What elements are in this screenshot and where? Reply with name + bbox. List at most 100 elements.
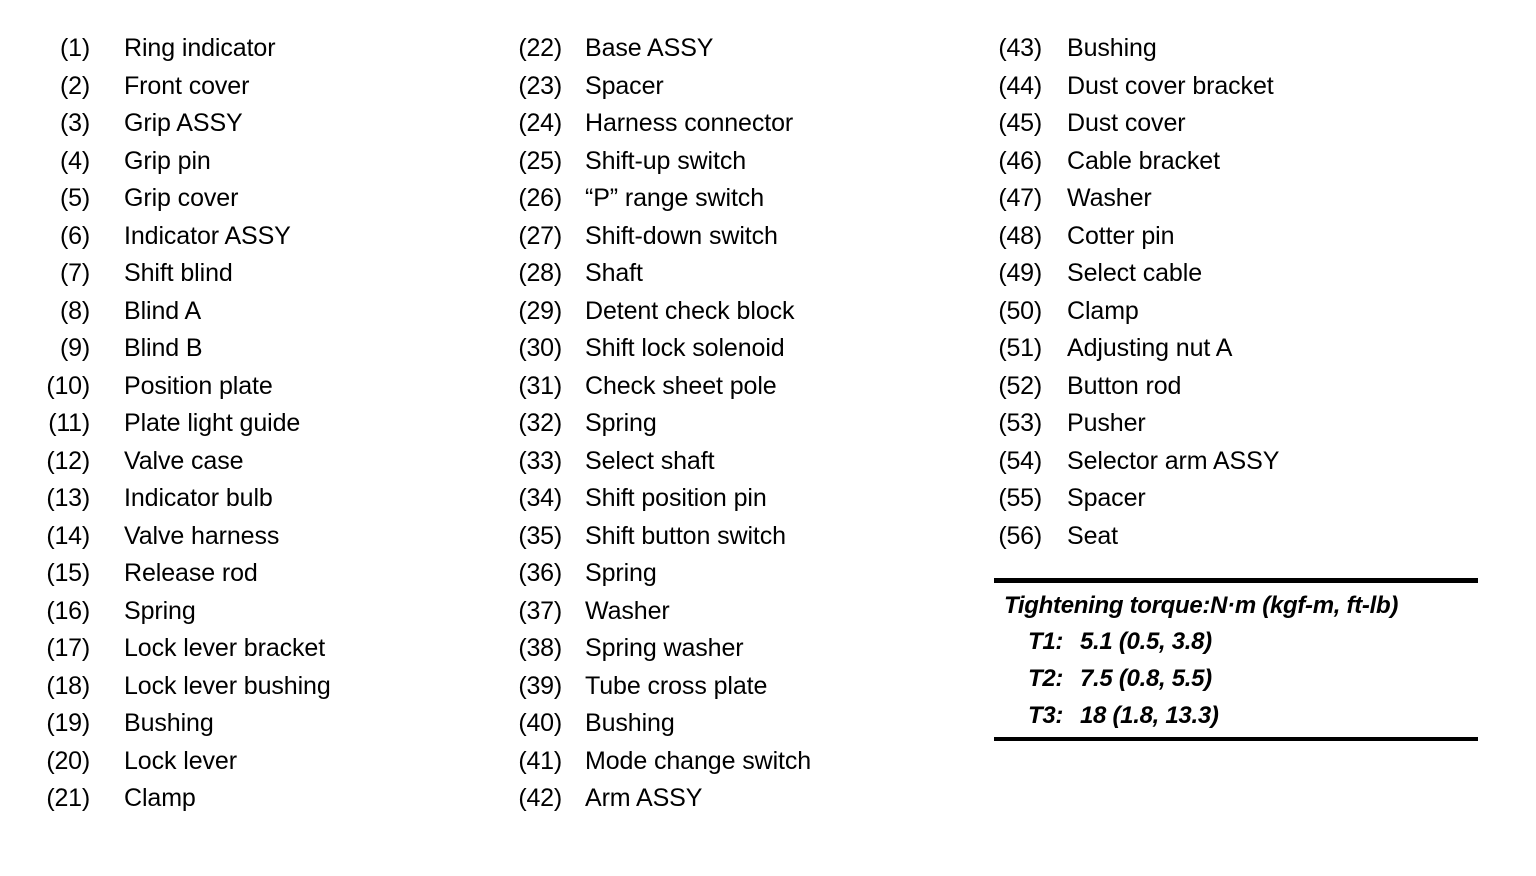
part-list-item: (10)Position plate [40, 368, 331, 406]
part-label: Indicator ASSY [124, 221, 291, 250]
part-number: (37) [518, 596, 562, 625]
part-number: (33) [518, 446, 562, 475]
part-label: Seat [1067, 521, 1119, 550]
part-number: (40) [518, 709, 562, 737]
part-list-item: (48)Cotter pin [992, 218, 1279, 256]
part-number: (41) [518, 746, 562, 775]
part-list-item: (2)Front cover [40, 68, 331, 106]
part-number: (44) [998, 71, 1042, 100]
part-label: Washer [585, 596, 670, 625]
part-number: (12) [46, 446, 90, 475]
part-label: Arm ASSY [585, 784, 703, 812]
part-label: Lock lever [124, 746, 237, 775]
part-number: (46) [998, 146, 1042, 175]
part-number: (50) [998, 296, 1042, 325]
part-number: (26) [518, 184, 562, 212]
part-list-item: (30) Shift lock solenoid [512, 330, 811, 368]
part-list-item: (26)“P” range switch [512, 180, 811, 218]
part-number: (47) [998, 184, 1042, 212]
part-label: Ring indicator [124, 34, 276, 62]
part-label: Selector arm ASSY [1067, 446, 1280, 475]
part-label: Spacer [1067, 484, 1146, 512]
part-label: Check sheet pole [585, 371, 777, 400]
part-label: Shift blind [124, 259, 233, 287]
part-label: Position plate [124, 371, 273, 400]
part-list-item: (50) Clamp [992, 293, 1279, 331]
part-number: (32) [518, 409, 562, 437]
part-list-item: (22)Base ASSY [512, 30, 811, 68]
part-number: (21) [46, 784, 90, 812]
part-label: Blind A [124, 296, 202, 325]
part-list-item: (25)Shift-up switch [512, 143, 811, 181]
part-list-item: (35)Shift button switch [512, 518, 811, 556]
part-number: (6) [60, 221, 90, 250]
torque-value: 7.5 (0.8, 5.5) [1080, 665, 1212, 692]
part-list-item: (11)Plate light guide [40, 405, 331, 443]
part-label: Shift position pin [585, 484, 767, 512]
part-number: (14) [46, 521, 90, 550]
part-label: Blind B [124, 334, 203, 362]
part-number: (7) [60, 259, 90, 287]
part-number: (51) [998, 334, 1042, 362]
part-list-item: (52)Button rod [992, 368, 1279, 406]
part-list-item: (19)Bushing [40, 705, 331, 743]
part-list-item: (14)Valve harness [40, 518, 331, 556]
torque-value: 18 (1.8, 13.3) [1080, 702, 1219, 729]
part-label: Mode change switch [585, 746, 812, 775]
part-number: (16) [46, 596, 90, 625]
part-label: Tube cross plate [585, 671, 768, 700]
part-number: (54) [998, 446, 1042, 475]
part-label: Bushing [1067, 34, 1157, 62]
part-list-item: (56)Seat [992, 518, 1279, 556]
part-label: Clamp [1067, 296, 1139, 325]
part-list-item: (49)Select cable [992, 255, 1279, 293]
part-list-item: (3)Grip ASSY [40, 105, 331, 143]
part-number: (45) [998, 109, 1042, 137]
part-list-item: (47)Washer [992, 180, 1279, 218]
torque-key: T1: [1028, 628, 1064, 655]
part-number: (29) [518, 296, 562, 325]
part-list-item: (15)Release rod [40, 555, 331, 593]
part-list-item: (54) Selector arm ASSY [992, 443, 1279, 481]
part-label: Spring washer [585, 634, 744, 662]
part-number: (23) [518, 71, 562, 100]
part-label: Base ASSY [585, 34, 714, 62]
part-label: Shift button switch [585, 521, 786, 550]
torque-table-top-rule [994, 578, 1478, 583]
part-label: Grip pin [124, 146, 211, 175]
part-list-item: (33)Select shaft [512, 443, 811, 481]
tightening-torque-table: Tightening torque:N·m (kgf-m, ft-lb) T1:… [994, 578, 1478, 741]
part-number: (5) [60, 184, 90, 212]
torque-row: T2:7.5 (0.8, 5.5) [994, 660, 1478, 697]
part-number: (17) [46, 634, 90, 662]
part-label: Dust cover [1067, 109, 1186, 137]
part-number: (53) [998, 409, 1042, 437]
part-list-item: (24)Harness connector [512, 105, 811, 143]
part-list-item: (42)Arm ASSY [512, 780, 811, 818]
part-label: Spring [124, 596, 196, 625]
part-label: Spring [585, 409, 657, 437]
part-label: Plate light guide [124, 409, 301, 437]
part-list-item: (28)Shaft [512, 255, 811, 293]
part-list-item: (5)Grip cover [40, 180, 331, 218]
part-number: (25) [518, 146, 562, 175]
part-list-item: (6) Indicator ASSY [40, 218, 331, 256]
part-label: Indicator bulb [124, 484, 273, 512]
part-list-item: (36)Spring [512, 555, 811, 593]
part-list-item: (32) Spring [512, 405, 811, 443]
part-number: (39) [518, 671, 562, 700]
part-list-item: (44)Dust cover bracket [992, 68, 1279, 106]
part-label: Select cable [1067, 259, 1202, 287]
torque-row: T3:18 (1.8, 13.3) [994, 697, 1478, 734]
part-number: (48) [998, 221, 1042, 250]
part-list-item: (53)Pusher [992, 405, 1279, 443]
part-number: (52) [998, 371, 1042, 400]
part-list-item: (37) Washer [512, 593, 811, 631]
part-number: (43) [998, 34, 1042, 62]
part-label: Shift lock solenoid [585, 334, 785, 362]
part-number: (4) [60, 146, 90, 175]
part-number: (30) [518, 334, 562, 362]
part-label: Release rod [124, 559, 258, 587]
part-list-item: (38)Spring washer [512, 630, 811, 668]
